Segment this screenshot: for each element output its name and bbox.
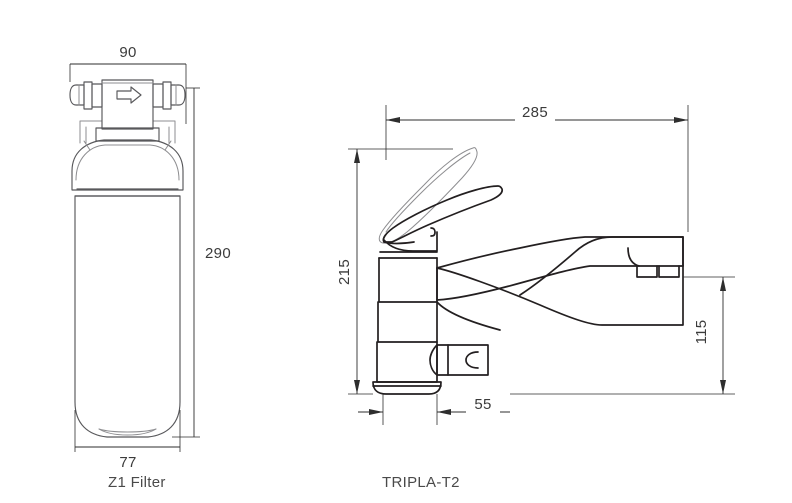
- dim-arrowhead-215-bottom: [354, 380, 360, 394]
- filter-cap-dome: [71, 139, 184, 191]
- dimension-filter-width-canister: 77: [74, 410, 181, 471]
- faucet-lever-ghost-inner: [385, 152, 471, 233]
- faucet-side-valve-box: [436, 344, 489, 376]
- filter-head-shoulder: [95, 127, 160, 142]
- dim-label-290: 290: [205, 245, 231, 262]
- faucet-body-lower: [377, 301, 438, 343]
- tripla-t2-drawing: 285 215 115: [336, 104, 735, 491]
- filter-canister-base-dish: [98, 428, 157, 436]
- dim-arrowhead-285-left: [386, 117, 400, 123]
- dimension-faucet-spout-height: 115: [510, 276, 735, 395]
- z1-filter-drawing: 90 290 77 Z1 Filter: [69, 44, 231, 491]
- filter-canister-body: [74, 195, 181, 438]
- filter-mount-bracket-right: [152, 120, 176, 144]
- dim-label-285-backdrop: [515, 104, 555, 121]
- dim-arrowhead-215-top: [354, 149, 360, 163]
- dimension-filter-width-head: 90: [69, 44, 187, 124]
- dim-label-115: 115: [693, 320, 710, 345]
- dim-label-77: 77: [119, 454, 136, 471]
- dim-arrowhead-285-right: [674, 117, 688, 123]
- filter-geometry: [69, 79, 186, 438]
- dimension-faucet-base-offset: 55: [358, 394, 510, 425]
- faucet-side-valve-knob: [465, 351, 479, 369]
- faucet-lever: [382, 185, 504, 243]
- caption-tripla-t2: TRIPLA-T2: [382, 474, 460, 491]
- filter-cap-tick-left: [83, 140, 91, 151]
- dim-label-215: 215: [336, 259, 353, 285]
- faucet-geometry: [372, 147, 684, 395]
- faucet-lever-pivot-dot: [430, 227, 436, 237]
- faucet-aerator-arc: [627, 247, 640, 267]
- faucet-side-valve-join-arc: [429, 344, 438, 376]
- filter-cap-tick-right: [164, 140, 172, 151]
- flow-direction-arrow-icon: [116, 86, 142, 104]
- dim-label-55: 55: [474, 396, 491, 413]
- dim-arrowhead-115-bottom: [720, 380, 726, 394]
- filter-cap-dome-highlight: [75, 144, 180, 181]
- faucet-spout-bottom-edge: [436, 265, 684, 301]
- dim-label-55-backdrop: [466, 396, 500, 413]
- caption-z1-filter: Z1 Filter: [108, 474, 166, 491]
- dim-label-90: 90: [119, 44, 136, 61]
- faucet-aerator-right: [658, 265, 680, 278]
- dimension-faucet-length: 285: [385, 104, 689, 232]
- filter-inlet-port-left: [69, 81, 103, 110]
- dim-arrowhead-55-left: [369, 409, 383, 415]
- filter-outlet-port-right: [152, 81, 186, 110]
- dim-label-285: 285: [522, 104, 548, 121]
- filter-mount-bracket-left: [79, 120, 103, 144]
- dim-arrowhead-55-right: [437, 409, 451, 415]
- faucet-lever-collar: [383, 231, 438, 252]
- faucet-aerator-left: [636, 265, 658, 278]
- dim-arrowhead-115-top: [720, 277, 726, 291]
- inlet-port-cap-left: [69, 84, 85, 106]
- dimension-filter-height: 290: [172, 87, 231, 438]
- dimension-faucet-height: 215: [336, 148, 453, 395]
- faucet-spout-top-edge: [436, 236, 684, 269]
- filter-canister-base-dish-inner: [98, 428, 157, 433]
- faucet-supply-line-upper: [436, 301, 501, 331]
- faucet-spout-upper: [436, 236, 684, 326]
- outlet-port-cap-right: [170, 84, 186, 106]
